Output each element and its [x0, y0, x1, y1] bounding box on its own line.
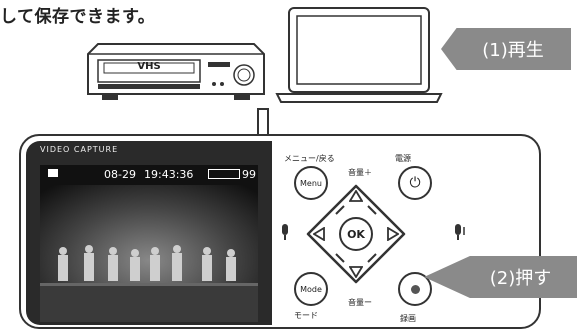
- vol-down-caption: 音量ー: [348, 298, 372, 307]
- menu-button[interactable]: Menu: [294, 166, 328, 200]
- cable-connector: [257, 108, 269, 138]
- camera-icon: [48, 169, 58, 177]
- status-bar: 08-29 19:43:36 99: [40, 165, 258, 185]
- status-date: 08-29: [104, 168, 136, 181]
- brand-label: VIDEO CAPTURE: [40, 145, 119, 154]
- video-preview-screen: [40, 165, 258, 322]
- record-icon: [410, 284, 420, 294]
- caption-text: して保存できます。: [0, 7, 156, 27]
- status-count: 99: [242, 168, 256, 181]
- playback-callout-text: (1)再生: [482, 40, 544, 61]
- dpad-right-button[interactable]: [387, 227, 399, 241]
- menu-caption: メニュー/戻る: [284, 154, 335, 163]
- mic-left-icon: [282, 224, 288, 240]
- record-caption: 録画: [400, 314, 416, 323]
- press-callout-text: (2)押す: [489, 268, 552, 289]
- status-time: 19:43:36: [144, 168, 194, 181]
- ok-button[interactable]: OK: [339, 217, 373, 251]
- power-icon: ⏻: [409, 175, 421, 191]
- power-caption: 電源: [395, 154, 411, 163]
- power-button[interactable]: ⏻: [398, 166, 432, 200]
- playback-callout: (1)再生: [441, 28, 571, 70]
- laptop-illustration: [275, 7, 443, 103]
- mic-right-icon: [455, 224, 465, 240]
- status-icons: [208, 169, 240, 179]
- dpad-down-button[interactable]: [349, 266, 363, 278]
- dpad-up-button[interactable]: [349, 190, 363, 202]
- dpad-left-button[interactable]: [313, 227, 325, 241]
- vcr-label: VHS: [137, 61, 161, 72]
- mode-caption: モード: [294, 311, 318, 320]
- vol-up-caption: 音量＋: [348, 168, 372, 177]
- vcr-illustration: [87, 43, 265, 100]
- mode-button[interactable]: Mode: [294, 272, 328, 306]
